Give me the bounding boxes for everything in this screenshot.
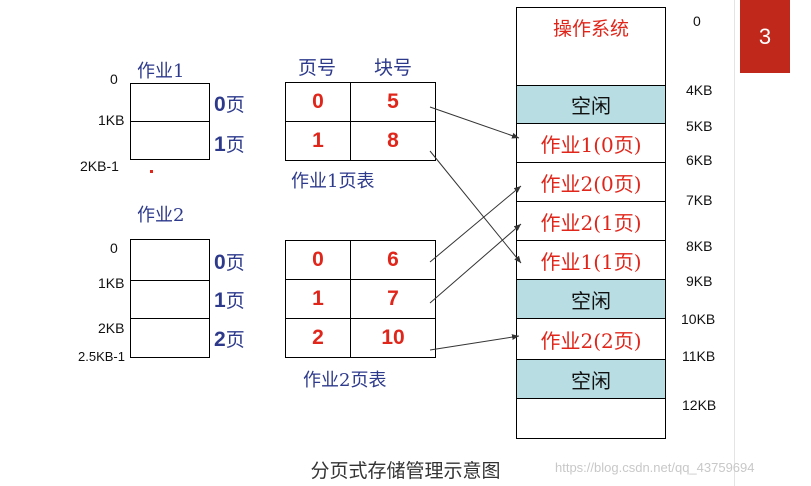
job1-page1-label: 1页 xyxy=(214,133,245,156)
job1-page0-box xyxy=(130,83,210,122)
job2-page0-box xyxy=(130,239,210,281)
pt2-caption: 作业2页表 xyxy=(303,370,387,391)
address-9kb: 9KB xyxy=(686,273,713,289)
address-5kb: 5KB xyxy=(686,118,713,134)
watermark: https://blog.csdn.net/qq_43759694 xyxy=(555,460,755,475)
job2-offset-0: 0 xyxy=(110,240,118,256)
address-6kb: 6KB xyxy=(686,152,713,168)
job1-page1-box xyxy=(130,121,210,160)
job2-page0-label: 0页 xyxy=(214,251,245,274)
job2-title: 作业2 xyxy=(137,205,185,226)
arrow-job2-page2 xyxy=(429,334,520,351)
job1-page0-label: 0页 xyxy=(214,93,245,116)
slide-divider-line xyxy=(734,0,735,486)
pt2-row2-block: 10 xyxy=(350,318,436,358)
block-number-header: 块号 xyxy=(374,57,413,79)
arrow-job2-page1 xyxy=(429,223,522,304)
job1-offset-0: 0 xyxy=(110,71,118,87)
pt1-caption: 作业1页表 xyxy=(291,171,375,192)
job2-offset-end: 2.5KB-1 xyxy=(78,349,125,364)
address-10kb: 10KB xyxy=(681,311,716,327)
address-11kb: 11KB xyxy=(682,348,716,364)
address-12kb: 12KB xyxy=(682,397,717,413)
address-4kb: 4KB xyxy=(686,82,713,98)
address-0: 0 xyxy=(693,13,701,29)
memory-segment-job2-page1: 作业2(1页) xyxy=(517,201,665,241)
page-number-header: 页号 xyxy=(298,57,337,79)
address-8kb: 8KB xyxy=(686,238,713,254)
memory-segment-os: 操作系统 xyxy=(552,18,629,40)
memory-segment-free-3: 空闲 xyxy=(517,359,665,399)
job1-dot xyxy=(150,170,153,173)
job2-page1-label: 1页 xyxy=(214,289,245,312)
memory-column: 操作系统 空闲 作业1(0页) 作业2(0页) 作业2(1页) 作业1(1页) … xyxy=(516,7,666,439)
arrow-job1-page1 xyxy=(429,150,522,264)
slide-number-badge: 3 xyxy=(740,0,790,73)
memory-segment-job1-page1: 作业1(1页) xyxy=(517,240,665,280)
arrow-job2-page0 xyxy=(429,185,522,263)
arrow-job1-page0 xyxy=(429,106,520,139)
memory-segment-job1-page0: 作业1(0页) xyxy=(517,123,665,163)
address-7kb: 7KB xyxy=(686,192,713,208)
job1-title: 作业1 xyxy=(137,61,185,82)
job2-offset-1kb: 1KB xyxy=(98,275,125,291)
job2-page2-label: 2页 xyxy=(214,328,245,351)
job1-offset-1kb: 1KB xyxy=(98,112,125,128)
pt1-row1-block: 8 xyxy=(350,121,436,161)
figure-caption: 分页式存储管理示意图 xyxy=(310,460,501,482)
memory-segment-job2-page2: 作业2(2页) xyxy=(517,318,665,360)
job1-offset-end: 2KB-1 xyxy=(80,158,119,174)
job2-offset-2kb: 2KB xyxy=(98,320,125,336)
memory-segment-free-1: 空闲 xyxy=(517,85,665,124)
job2-page2-box xyxy=(130,318,210,358)
